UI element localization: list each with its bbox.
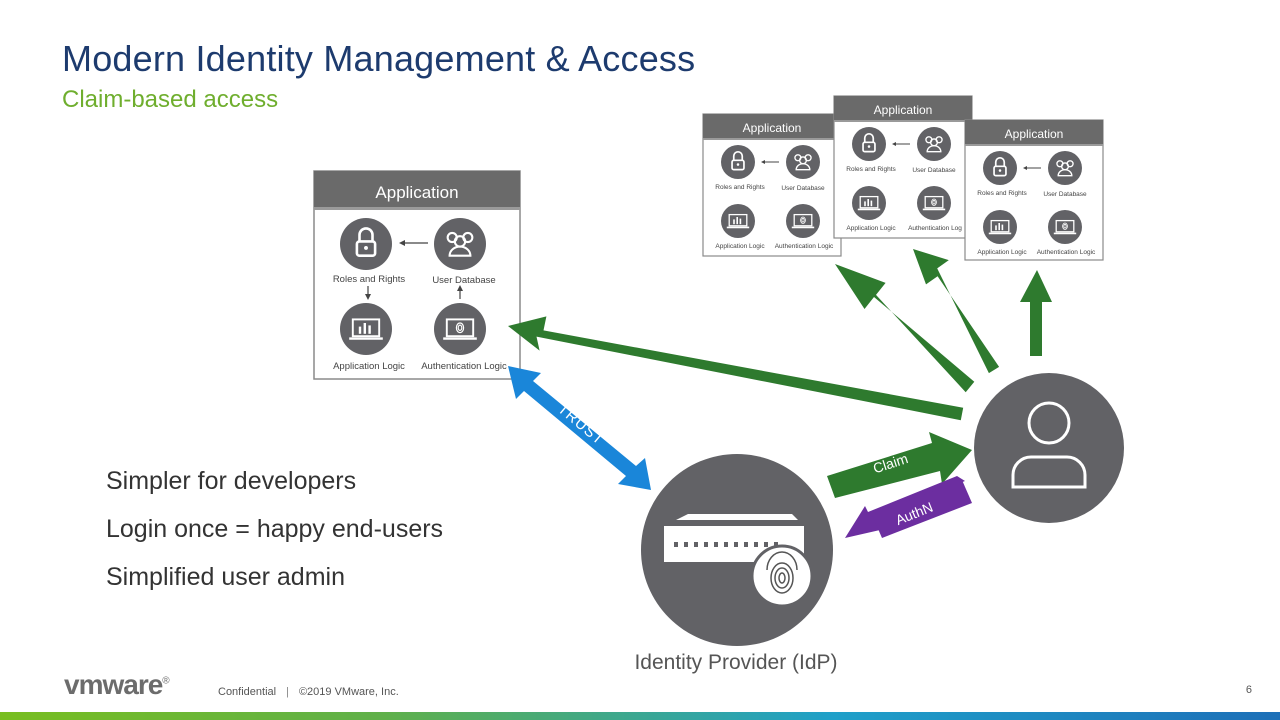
footer-legal: Confidential | ©2019 VMware, Inc. <box>218 686 399 698</box>
access-arrow-app2 <box>913 249 1000 374</box>
application-box: Application Roles and Rights User Databa… <box>313 170 521 380</box>
small-application-box: Application Roles and Rights User Databa… <box>702 113 842 257</box>
roles-label: Roles and Rights <box>977 190 1027 197</box>
authentication-logic-label: Authentication Logic <box>1037 249 1096 256</box>
footer-separator: | <box>286 686 289 698</box>
idp-label: Identity Provider (IdP) <box>634 651 837 674</box>
application-header-bar <box>314 171 520 209</box>
user-database-label: User Database <box>1043 191 1087 198</box>
small-application-box: Application Roles and Rights User Databa… <box>833 95 973 239</box>
confidential-label: Confidential <box>218 686 277 698</box>
bullet-item: Login once = happy end-users <box>106 515 444 543</box>
application-header: Application <box>375 183 458 202</box>
roles-label: Roles and Rights <box>715 184 765 191</box>
trust-label: TRUST <box>554 400 607 448</box>
user-node <box>974 373 1124 523</box>
user-circle <box>974 373 1124 523</box>
authentication-logic-label: Authentication Logic <box>421 361 507 372</box>
application-header: Application <box>874 103 933 117</box>
slide-title: Modern Identity Management & Access <box>62 38 696 79</box>
user-database-label: User Database <box>432 275 495 286</box>
access-arrow-app1 <box>835 264 975 393</box>
page-number: 6 <box>1245 684 1252 696</box>
brand-gradient-bar <box>0 712 1280 720</box>
access-arrow-main <box>508 316 964 421</box>
authentication-logic-circle <box>434 303 486 355</box>
roles-label: Roles and Rights <box>333 274 406 285</box>
application-header: Application <box>743 121 802 135</box>
copyright-label: ©2019 VMware, Inc. <box>298 686 399 698</box>
user-database-circle <box>434 218 486 270</box>
access-arrows <box>508 249 1052 421</box>
roles-label: Roles and Rights <box>846 166 896 173</box>
application-header: Application <box>1005 127 1064 141</box>
authentication-logic-label: Authentication Logic <box>775 243 834 250</box>
authentication-logic-label: Authentication Log <box>908 225 962 232</box>
roles-circle <box>340 218 392 270</box>
application-logic-label: Application Logic <box>846 225 896 232</box>
fingerprint-icon <box>750 544 814 608</box>
application-logic-label: Application Logic <box>715 243 765 250</box>
application-logic-label: Application Logic <box>977 249 1027 256</box>
bullet-item: Simplified user admin <box>106 563 345 591</box>
vmware-logo: vmware® <box>64 669 170 700</box>
bullet-item: Simpler for developers <box>106 467 357 495</box>
user-database-label: User Database <box>781 185 825 192</box>
identity-provider-node: Identity Provider (IdP) <box>634 454 838 674</box>
trust-arrow: TRUST <box>508 366 651 490</box>
application-logic-label: Application Logic <box>333 361 405 372</box>
user-database-label: User Database <box>912 167 956 174</box>
user-icon <box>1011 401 1087 489</box>
small-application-box: Application Roles and Rights User Databa… <box>964 119 1104 261</box>
benefit-list: Simpler for developers Login once = happ… <box>106 464 443 608</box>
access-arrow-app3 <box>1020 270 1052 356</box>
slide-subtitle: Claim-based access <box>62 86 279 113</box>
